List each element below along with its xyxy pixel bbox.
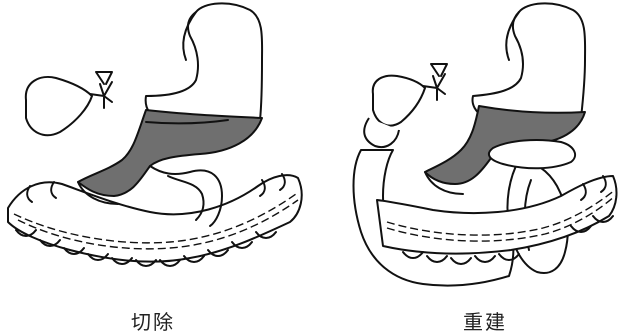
resection-diagram <box>0 0 313 300</box>
stomach <box>146 3 262 127</box>
reconstruction-panel: 重建 <box>313 0 626 333</box>
resection-panel: 切除 <box>0 0 313 333</box>
gallbladder <box>364 64 447 147</box>
colon <box>8 174 302 266</box>
gallbladder <box>26 72 112 135</box>
reconstruction-diagram <box>313 0 626 300</box>
resection-caption: 切除 <box>131 306 175 335</box>
stomach <box>473 3 586 124</box>
colon <box>377 176 616 264</box>
reconstruction-caption: 重建 <box>463 306 507 335</box>
resected-region <box>78 110 262 196</box>
